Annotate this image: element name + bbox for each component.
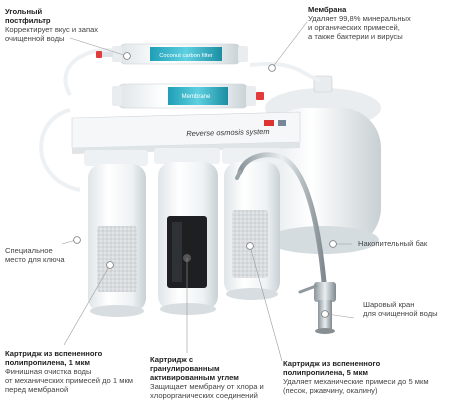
cartridge-pp5-line-2: (песок, ржавчину, окалину): [283, 386, 378, 395]
carbon-postfilter-title: Угольный постфильтр: [5, 7, 51, 25]
faucet-base: [298, 282, 336, 334]
cartridge-pp1-line-2: от механических примесей до 1 мкм: [5, 376, 133, 385]
membrane-line-1: Удаляет 99,8% минеральных: [308, 14, 411, 23]
system-name-text: Reverse osmosis system: [186, 127, 270, 138]
label-cartridge-gac: Картридж с гранулированным активированны…: [150, 355, 264, 400]
system-bracket: Reverse osmosis system: [71, 111, 301, 154]
carbon-housing-text: Coconut carbon filter: [159, 53, 213, 59]
housing-middle: [154, 148, 220, 315]
label-cartridge-pp1: Картридж из вспененного полипропилена, 1…: [5, 349, 133, 394]
label-cartridge-pp5: Картридж из вспененного полипропилена, 5…: [283, 359, 429, 395]
pointers: [61, 21, 355, 362]
cartridge-gac-title: Картридж с гранулированным активированны…: [150, 355, 239, 382]
key-place-line-1: Специальное: [5, 246, 53, 255]
membrane-line-2: и органических примесей,: [308, 23, 400, 32]
housing-left: [84, 150, 148, 317]
cartridge-gac-line-2: хлорорганических соединений: [150, 391, 258, 400]
label-carbon-postfilter: Угольный постфильтр Корректирует вкус и …: [5, 7, 98, 43]
membrane-housing: Membrane: [112, 83, 264, 109]
key-place-line-2: место для ключа: [5, 255, 65, 264]
cartridge-pp5-title: Картридж из вспененного полипропилена, 5…: [283, 359, 381, 377]
cartridge-gac-line-1: Защищает мембрану от хлора и: [150, 382, 264, 391]
pointer-dots: [73, 52, 337, 318]
housing-right: [222, 148, 282, 300]
cartridge-pp1-line-1: Финишная очистка воды: [5, 367, 92, 376]
storage-tank-line-1: Накопительный бак: [358, 239, 428, 248]
cartridge-pp1-line-3: перед мембраной: [5, 385, 69, 394]
label-membrane: Мембрана Удаляет 99,8% минеральных и орг…: [308, 5, 411, 41]
carbon-postfilter-line-2: очищенной воды: [5, 34, 65, 43]
membrane-housing-text: Membrane: [182, 94, 211, 100]
ball-valve-line-2: для очищенной воды: [363, 309, 438, 318]
membrane-title: Мембрана: [308, 5, 347, 14]
carbon-postfilter-line-1: Корректирует вкус и запах: [5, 25, 99, 34]
cartridge-pp1-title: Картридж из вспененного полипропилена, 1…: [5, 349, 103, 367]
cartridge-pp5-line-1: Удаляет механические примеси до 5 мкм: [283, 377, 429, 386]
membrane-line-3: а также бактерии и вирусы: [308, 32, 403, 41]
label-ball-valve: Шаровый кран для очищенной воды: [363, 300, 438, 318]
label-key-place: Специальное место для ключа: [5, 246, 65, 264]
label-storage-tank: Накопительный бак: [358, 239, 427, 248]
carbon-postfilter: Coconut carbon filter: [96, 43, 248, 65]
storage-tank: [265, 75, 381, 254]
faucet: [235, 152, 327, 285]
ball-valve-line-1: Шаровый кран: [363, 300, 415, 309]
